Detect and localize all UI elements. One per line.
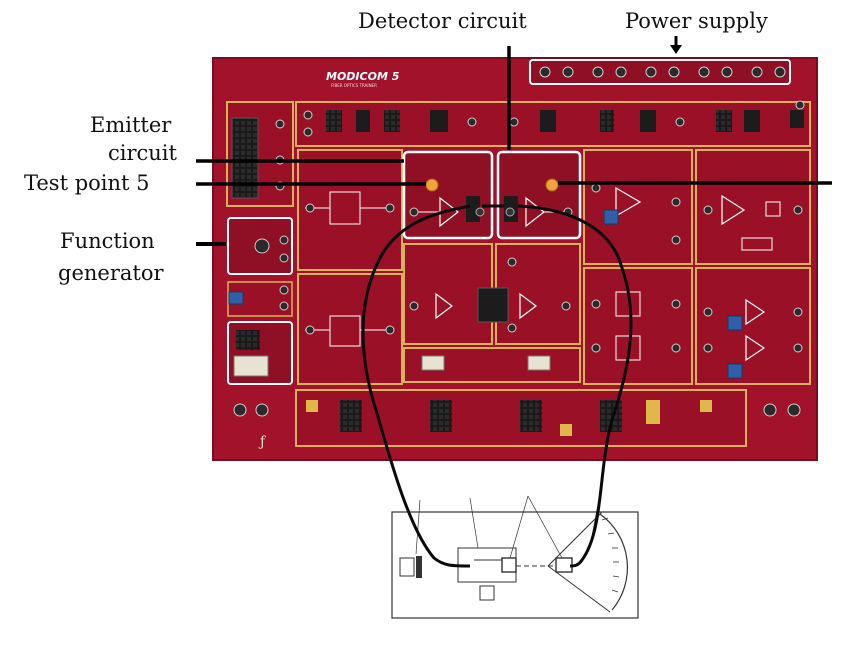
test-point-5-label: Test point 5 — [24, 171, 150, 195]
fiber-cable-return — [517, 204, 633, 568]
detector-circuit-block — [496, 150, 582, 240]
db-connector — [231, 117, 259, 199]
function-generator-block — [227, 217, 293, 275]
emitter-circuit-block — [402, 150, 494, 240]
svg-text:ƒ: ƒ — [258, 434, 267, 450]
function-generator-label-line1: Function — [60, 229, 155, 253]
emitter-label-line2: circuit — [108, 141, 177, 165]
board-brand-title: MODICOM 5 — [326, 70, 400, 83]
test-point-5-marker — [425, 178, 439, 192]
power-supply-strip — [529, 59, 791, 85]
board-brand-subtitle: FIBER OPTICS TRAINER — [331, 83, 377, 88]
detector-circuit-label: Detector circuit — [358, 9, 527, 33]
fiber-cable — [361, 204, 471, 568]
power-supply-arrow — [670, 36, 682, 54]
emitter-label-line1: Emitter — [90, 113, 172, 137]
function-generator-label-line2: generator — [58, 261, 164, 285]
optical-bench-sketch — [391, 493, 639, 619]
power-supply-label: Power supply — [625, 9, 768, 33]
upper-ic-row — [303, 100, 805, 137]
test-point-detector-marker — [545, 178, 559, 192]
